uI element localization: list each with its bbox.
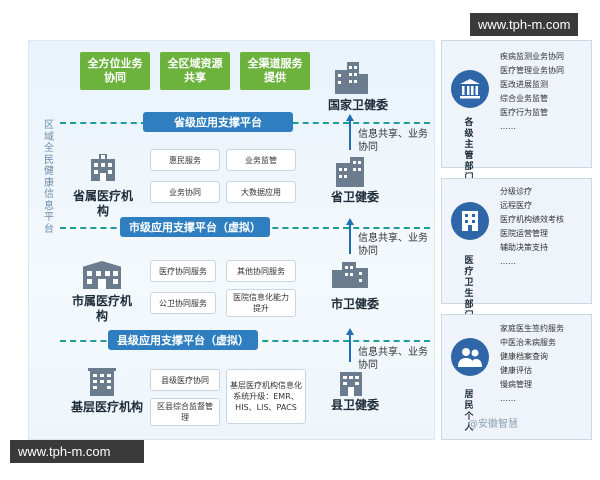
watermark-top: www.tph-m.com <box>470 13 579 36</box>
service-box: 医疗协同服务 <box>150 260 216 282</box>
list-item: 分级诊疗 <box>500 187 532 196</box>
county-institution-label: 基层医疗机构 <box>70 400 143 414</box>
arrow-up-icon <box>346 328 354 335</box>
list-item: 中医治未病服务 <box>500 338 556 347</box>
provincial-health-commission-icon <box>336 157 364 187</box>
service-box: 业务协同 <box>150 181 220 203</box>
list-item: 慢病管理 <box>500 380 532 389</box>
arrow-up-icon <box>346 218 354 225</box>
right-panel-title: 医疗卫生部门 <box>464 256 474 321</box>
government-building-icon <box>451 70 489 108</box>
provincial-institution-label: 省属医疗机构 <box>73 189 134 218</box>
list-item: …… <box>500 394 516 403</box>
list-item: 医院运营管理 <box>500 229 548 238</box>
list-item: 综合业务监管 <box>500 94 548 103</box>
right-panel-medical <box>441 178 592 304</box>
county-platform-bar: 县级应用支撑平台（虚拟） <box>108 330 258 350</box>
side-vertical-label: 区域全民健康信息平台 <box>44 120 54 235</box>
service-box: 医院信息化能力提升 <box>226 289 296 317</box>
national-health-commission-icon <box>335 62 368 94</box>
right-panel-list: 疾病监测业务协同 医疗管理业务协同 医改进展监测 综合业务监管 医疗行为监管 …… <box>500 50 564 134</box>
municipal-health-commission-icon <box>332 262 368 288</box>
arrow-shaft <box>349 120 351 150</box>
share-text-municipal: 信息共享、业务协同 <box>358 233 428 257</box>
service-box: 区县综合监督管理 <box>150 398 220 426</box>
national-gov-label: 国家卫健委 <box>327 98 388 112</box>
right-panel-title: 各级主管部门 <box>464 118 474 183</box>
watermark-bottom: www.tph-m.com <box>10 440 144 463</box>
provincial-hospital-icon <box>91 154 115 181</box>
top-box-business-collaboration: 全方位业务协同 <box>80 52 150 90</box>
county-health-commission-icon <box>340 372 362 396</box>
list-item: 医疗管理业务协同 <box>500 66 564 75</box>
list-item: 健康评估 <box>500 366 532 375</box>
list-item: 疾病监测业务协同 <box>500 52 564 61</box>
top-box-service-provision: 全渠道服务提供 <box>240 52 310 90</box>
list-item: 家庭医生签约服务 <box>500 324 564 333</box>
corner-watermark: @安徽智慧 <box>468 419 518 430</box>
arrow-up-icon <box>346 114 354 121</box>
right-panel-residents <box>441 314 592 440</box>
share-text-provincial: 信息共享、业务协同 <box>358 129 428 153</box>
provincial-gov-label: 省卫健委 <box>330 190 379 204</box>
municipal-hospital-icon <box>82 261 122 289</box>
service-box: 惠民服务 <box>150 149 220 171</box>
right-panel-list: 家庭医生签约服务 中医治未病服务 健康档案查询 健康评估 慢病管理 …… <box>500 322 564 406</box>
hospital-building-icon <box>451 202 489 240</box>
right-panel-list: 分级诊疗 远程医疗 医疗机构绩效考核 医院运营管理 辅助决策支持 …… <box>500 185 564 269</box>
county-clinic-icon <box>88 368 116 396</box>
service-box: 县级医疗协同 <box>150 369 220 391</box>
service-box: 业务监管 <box>226 149 296 171</box>
top-box-resource-sharing: 全区域资源共享 <box>160 52 230 90</box>
service-box: 基层医疗机构信息化系统升级：EMR、HIS、LIS、PACS <box>226 369 306 424</box>
share-text-county: 信息共享、业务协同 <box>358 347 428 371</box>
right-panel-title: 居民个人 <box>464 390 474 433</box>
arrow-shaft <box>349 334 351 362</box>
provincial-platform-bar: 省级应用支撑平台 <box>143 112 293 132</box>
list-item: 医疗行为监管 <box>500 108 548 117</box>
list-item: 医疗机构绩效考核 <box>500 215 564 224</box>
service-box: 其他协同服务 <box>226 260 296 282</box>
list-item: 健康档案查询 <box>500 352 548 361</box>
municipal-institution-label: 市属医疗机构 <box>71 294 132 323</box>
service-box: 大数据应用 <box>226 181 296 203</box>
service-box: 公卫协同服务 <box>150 292 216 314</box>
county-gov-label: 县卫健委 <box>330 398 379 412</box>
list-item: 远程医疗 <box>500 201 532 210</box>
arrow-shaft <box>349 224 351 254</box>
people-icon <box>451 338 489 376</box>
municipal-gov-label: 市卫健委 <box>330 297 379 311</box>
municipal-platform-bar: 市级应用支撑平台（虚拟） <box>120 217 270 237</box>
list-item: 医改进展监测 <box>500 80 548 89</box>
list-item: …… <box>500 122 516 131</box>
list-item: 辅助决策支持 <box>500 243 548 252</box>
list-item: …… <box>500 257 516 266</box>
